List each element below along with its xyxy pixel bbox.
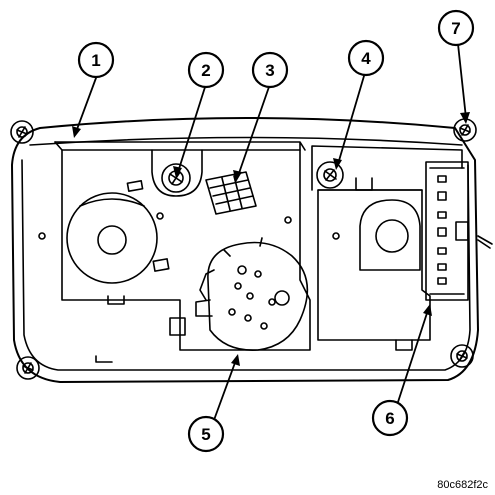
callout-1-label: 1 (91, 51, 100, 70)
callout-3: 3 (251, 51, 289, 89)
figure-code: 80c682f2c (437, 479, 488, 491)
mounting-screw-top-left (10, 120, 34, 144)
callout-2: 2 (187, 51, 225, 89)
leader-lines (75, 43, 467, 421)
connector-small (205, 171, 257, 215)
callout-4-label: 4 (361, 49, 371, 68)
wire-connector (425, 161, 493, 301)
leader-arrowheads (72, 112, 470, 366)
callout-7: 7 (437, 9, 475, 47)
bulb-socket (195, 237, 309, 351)
callout-2-label: 2 (201, 61, 210, 80)
mounting-screw-bottom-left (16, 356, 40, 380)
callout-5: 5 (187, 415, 225, 453)
callout-6-label: 6 (385, 409, 394, 428)
callout-5-label: 5 (201, 425, 210, 444)
screw-right (316, 161, 344, 189)
callout-6: 6 (371, 399, 409, 437)
callout-7-label: 7 (451, 19, 460, 38)
callout-3-label: 3 (265, 61, 274, 80)
left-circuit-board (38, 141, 311, 363)
callout-1: 1 (77, 41, 115, 79)
mounting-screw-bottom-right (450, 344, 474, 368)
callout-4: 4 (347, 39, 385, 77)
left-knob (66, 192, 158, 284)
